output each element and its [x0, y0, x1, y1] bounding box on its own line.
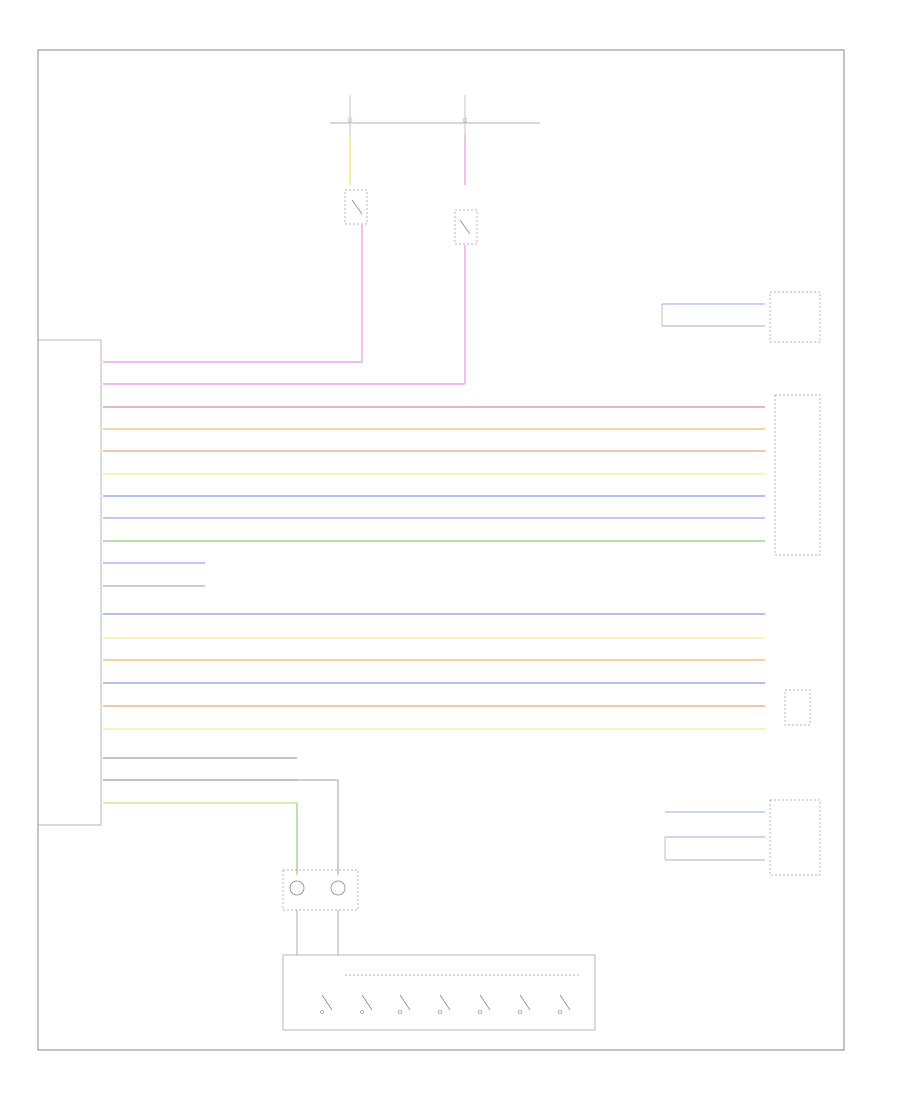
wire-group	[103, 361, 765, 804]
right-connector-bottom	[664, 799, 821, 876]
switch-contact-7	[559, 994, 571, 1011]
clockspring-device	[282, 869, 359, 955]
control-module-box	[37, 339, 102, 826]
switch-terminal-7	[558, 1010, 562, 1014]
switch-contact-4	[439, 994, 451, 1011]
switch-contacts	[320, 994, 571, 1014]
switch-contact-3	[399, 994, 411, 1011]
fuse-block-left	[347, 95, 353, 135]
switch-terminal-3	[398, 1010, 402, 1014]
switch-contact-2	[361, 994, 373, 1011]
brake-switch-left	[344, 189, 368, 225]
switch-terminal-4	[438, 1010, 442, 1014]
switch-contact-5	[479, 994, 491, 1011]
right-connector-main	[774, 394, 821, 556]
switch-terminal-1	[320, 1010, 324, 1014]
right-connector-top	[661, 291, 821, 343]
switch-contact-1	[321, 994, 333, 1011]
switch-terminal-5	[478, 1010, 482, 1014]
fuse-block-right	[462, 95, 468, 135]
right-connector-lower	[784, 689, 811, 726]
switch-contact-6	[519, 994, 531, 1011]
speed-control-switch-box	[282, 954, 596, 1031]
brake-switch-right	[454, 209, 478, 245]
switch-terminal-6	[518, 1010, 522, 1014]
diagram-frame	[37, 49, 845, 1051]
switch-terminal-2	[360, 1010, 364, 1014]
